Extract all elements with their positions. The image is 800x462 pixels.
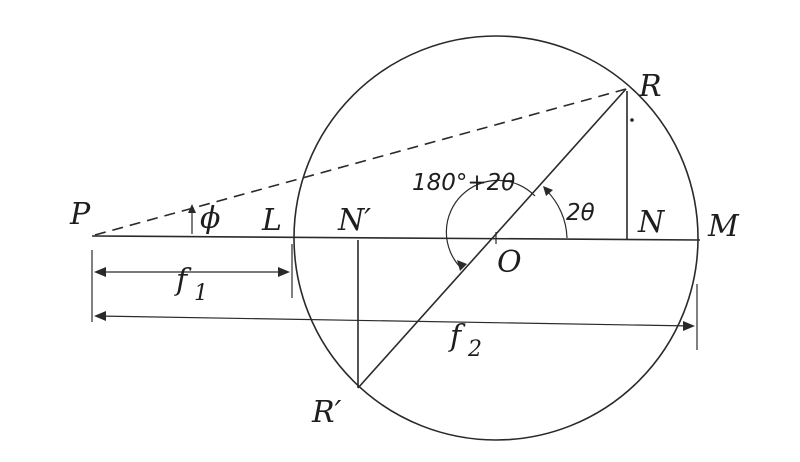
angle-arc-small-arrowhead	[543, 186, 553, 196]
point-dot	[630, 118, 634, 122]
label-angle-large: 180°+2θ	[412, 170, 515, 196]
label-f1-subscript: 1	[194, 281, 208, 306]
label-L: L	[261, 203, 282, 238]
axis-line	[91, 235, 701, 241]
f2-arrow-left	[94, 311, 106, 321]
phi-arrowhead	[188, 204, 196, 213]
angle-arc-large-arrowhead	[457, 260, 467, 271]
label-M: M	[707, 209, 740, 244]
f2-dimension-line	[95, 315, 694, 327]
label-f2-subscript: 2	[467, 337, 482, 362]
f1-arrow-left	[94, 267, 106, 277]
dashed-line-PR	[94, 88, 627, 236]
label-R-prime: R′	[311, 395, 342, 430]
f1-arrow-right	[278, 267, 290, 277]
diameter-RR-prime	[357, 88, 627, 389]
label-N: N	[637, 205, 666, 240]
label-angle-small: 2θ	[566, 200, 595, 226]
label-R: R	[638, 69, 662, 104]
f2-arrow-right	[683, 321, 695, 331]
angle-arc-small	[545, 189, 568, 239]
label-phi: ϕ	[200, 201, 220, 236]
label-N-prime: N′	[337, 203, 371, 238]
angle-arc-large	[445, 179, 536, 269]
label-f1: f	[174, 263, 192, 298]
label-O: O	[497, 245, 522, 280]
label-f2: f	[448, 319, 466, 354]
label-P: P	[69, 197, 91, 232]
